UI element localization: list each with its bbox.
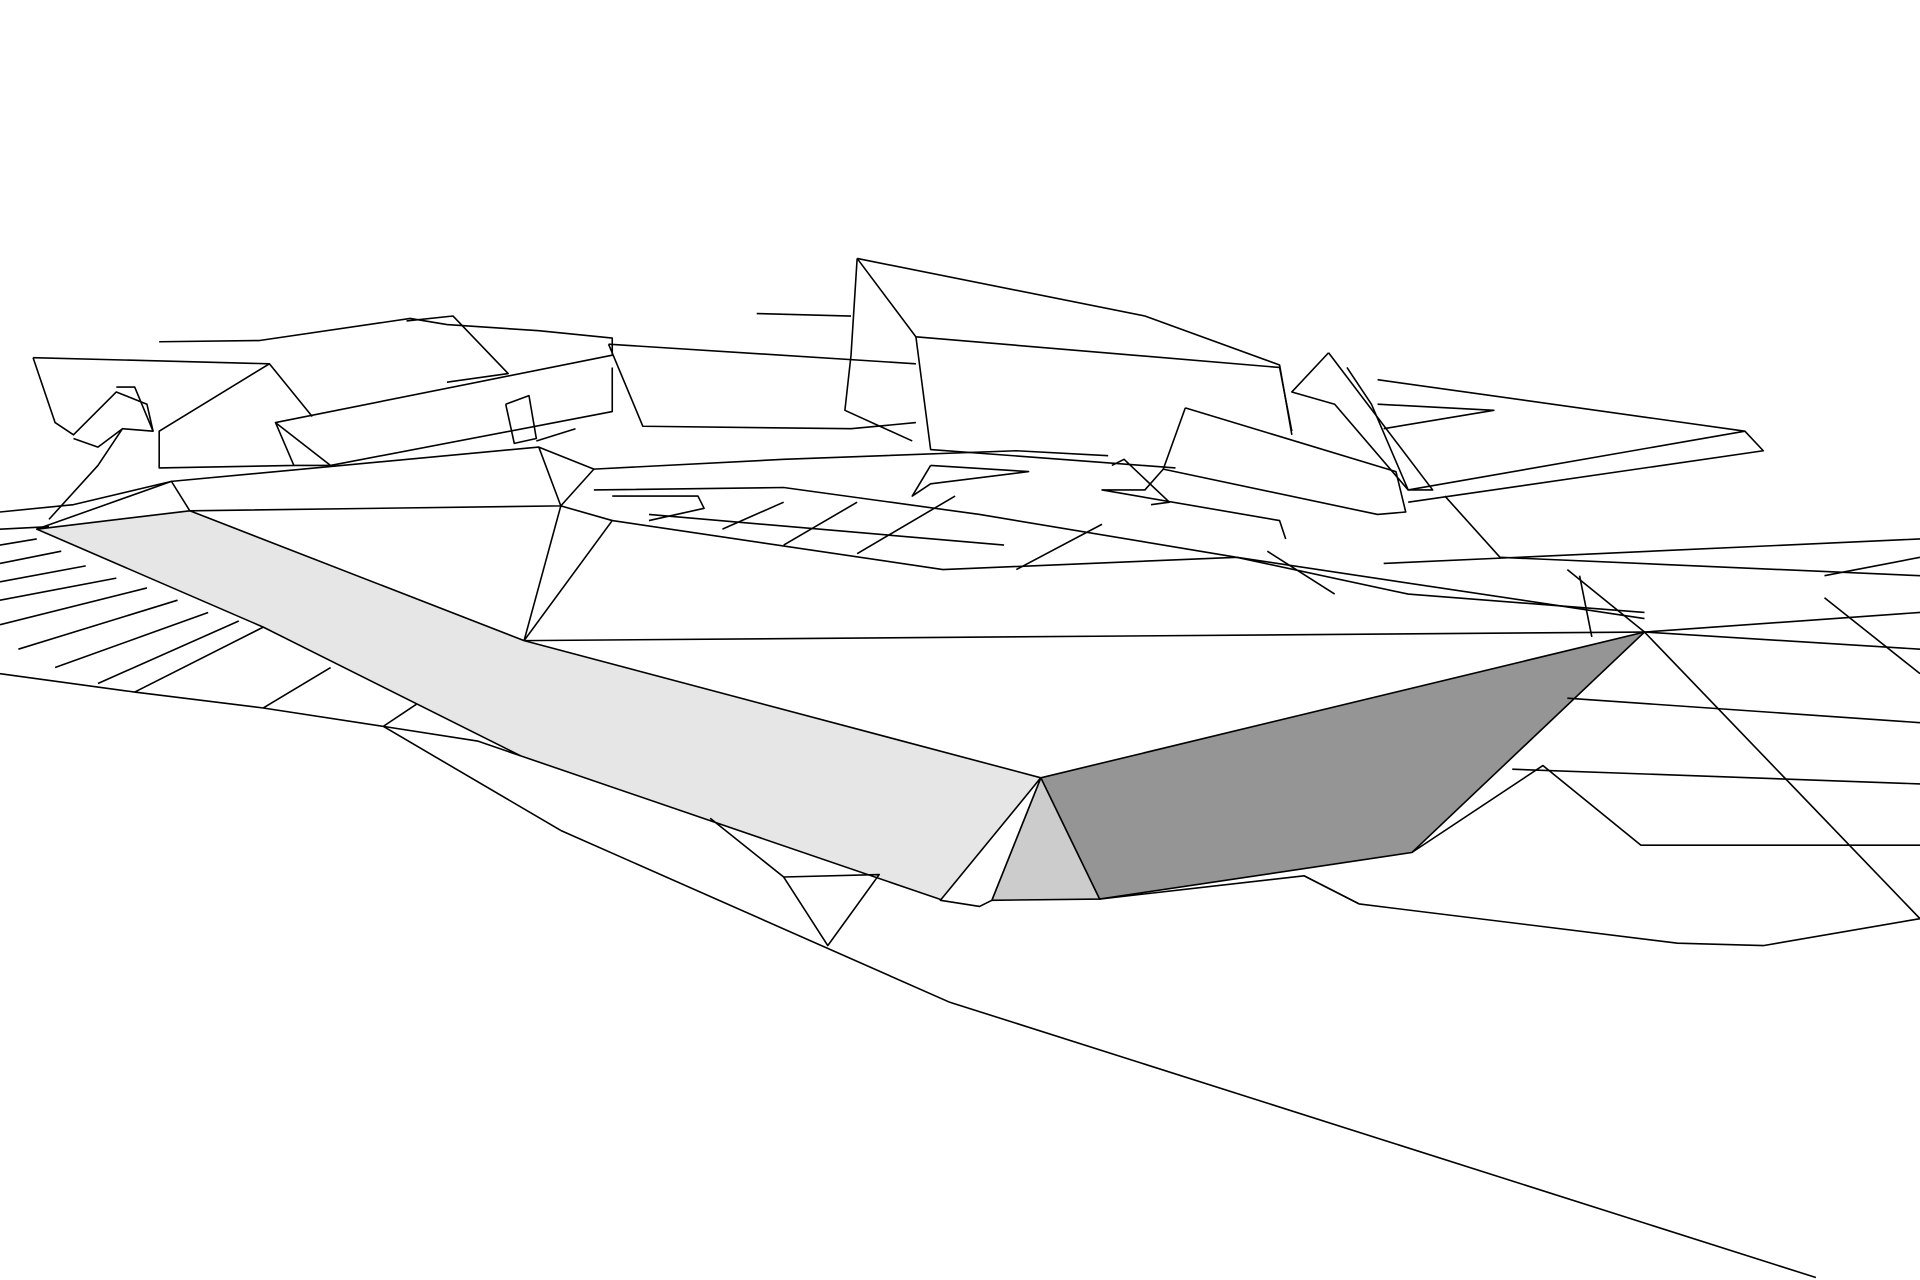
upper-building-masses — [32, 257, 1765, 540]
roof-sliver — [939, 777, 1042, 908]
dark-roof-face — [1040, 631, 1646, 900]
light-roof-face — [35, 509, 1042, 902]
terrain-lines — [0, 446, 1920, 1279]
